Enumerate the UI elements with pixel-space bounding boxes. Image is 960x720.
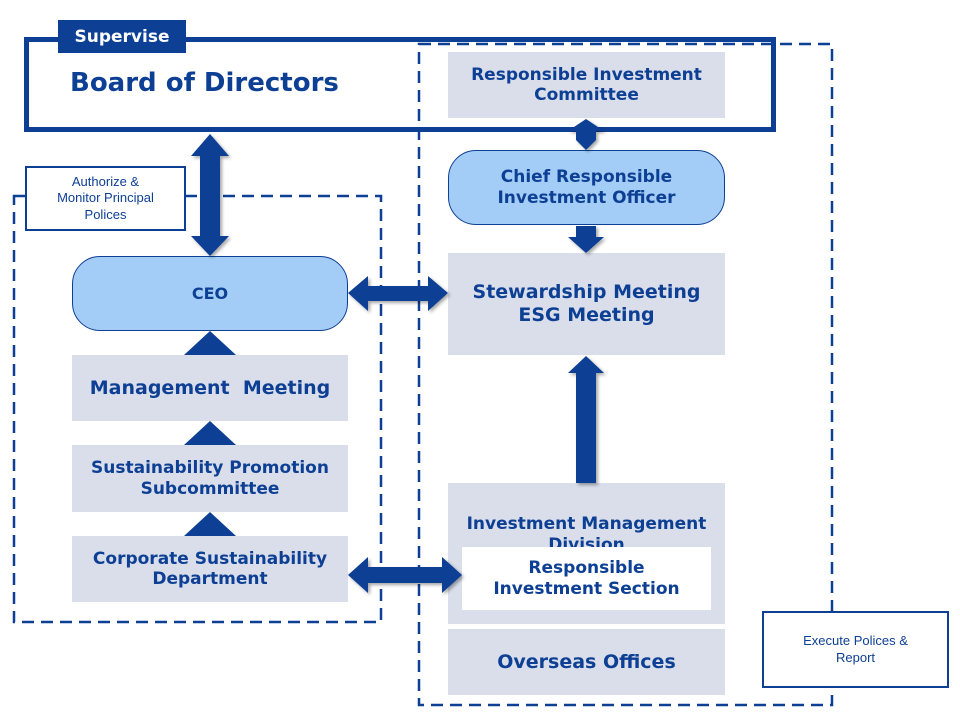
subcommittee-to-mgmt-triangle (184, 421, 236, 445)
responsible-investment-committee[interactable]: Responsible Investment Committee (448, 52, 725, 118)
mgmt-to-ceo-triangle (184, 331, 236, 355)
overseas-offices[interactable]: Overseas Offices (448, 629, 725, 695)
management-meeting[interactable]: Management Meeting (72, 355, 348, 421)
responsible-investment-section-label: Responsible Investment Section (493, 558, 680, 599)
chief-responsible-investment-officer[interactable]: Chief Responsible Investment Officer (448, 150, 725, 225)
division-meetings-arrow (568, 356, 604, 483)
officer-meetings-arrow (568, 226, 604, 253)
supervise-label: Supervise (74, 26, 170, 47)
ceo-node[interactable]: CEO (72, 256, 348, 331)
board-of-directors-frame (24, 37, 776, 132)
corporate-sustainability-department[interactable]: Corporate Sustainability Department (72, 536, 348, 602)
committee-officer-arrow (568, 119, 604, 150)
authorize-monitor-note: Authorize & Monitor Principal Polices (25, 166, 186, 231)
dept-section-arrow (348, 557, 462, 593)
investment-management-division[interactable]: Investment Management Division Responsib… (448, 483, 725, 624)
left-group-outline (12, 194, 383, 624)
supervise-tag: Supervise (58, 20, 186, 53)
stewardship-esg-meeting[interactable]: Stewardship Meeting ESG Meeting (448, 253, 725, 355)
board-ceo-arrow (191, 134, 229, 256)
responsible-investment-section[interactable]: Responsible Investment Section (462, 547, 711, 610)
ceo-meetings-arrow (348, 276, 448, 311)
board-title: Board of Directors (70, 68, 339, 98)
execute-report-note: Execute Polices & Report (762, 611, 949, 688)
right-group-outline (417, 42, 834, 707)
sustainability-promotion-subcommittee[interactable]: Sustainability Promotion Subcommittee (72, 445, 348, 512)
dept-to-subcommittee-triangle (184, 512, 236, 536)
